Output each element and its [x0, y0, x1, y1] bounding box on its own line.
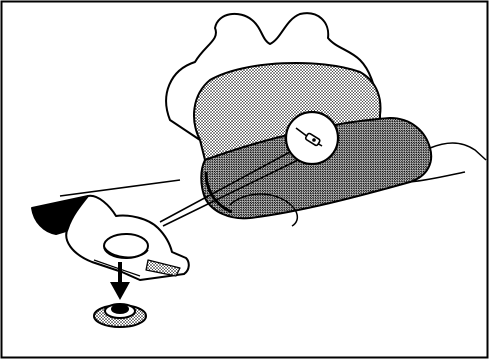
- floor-anchor-icon: [94, 304, 146, 327]
